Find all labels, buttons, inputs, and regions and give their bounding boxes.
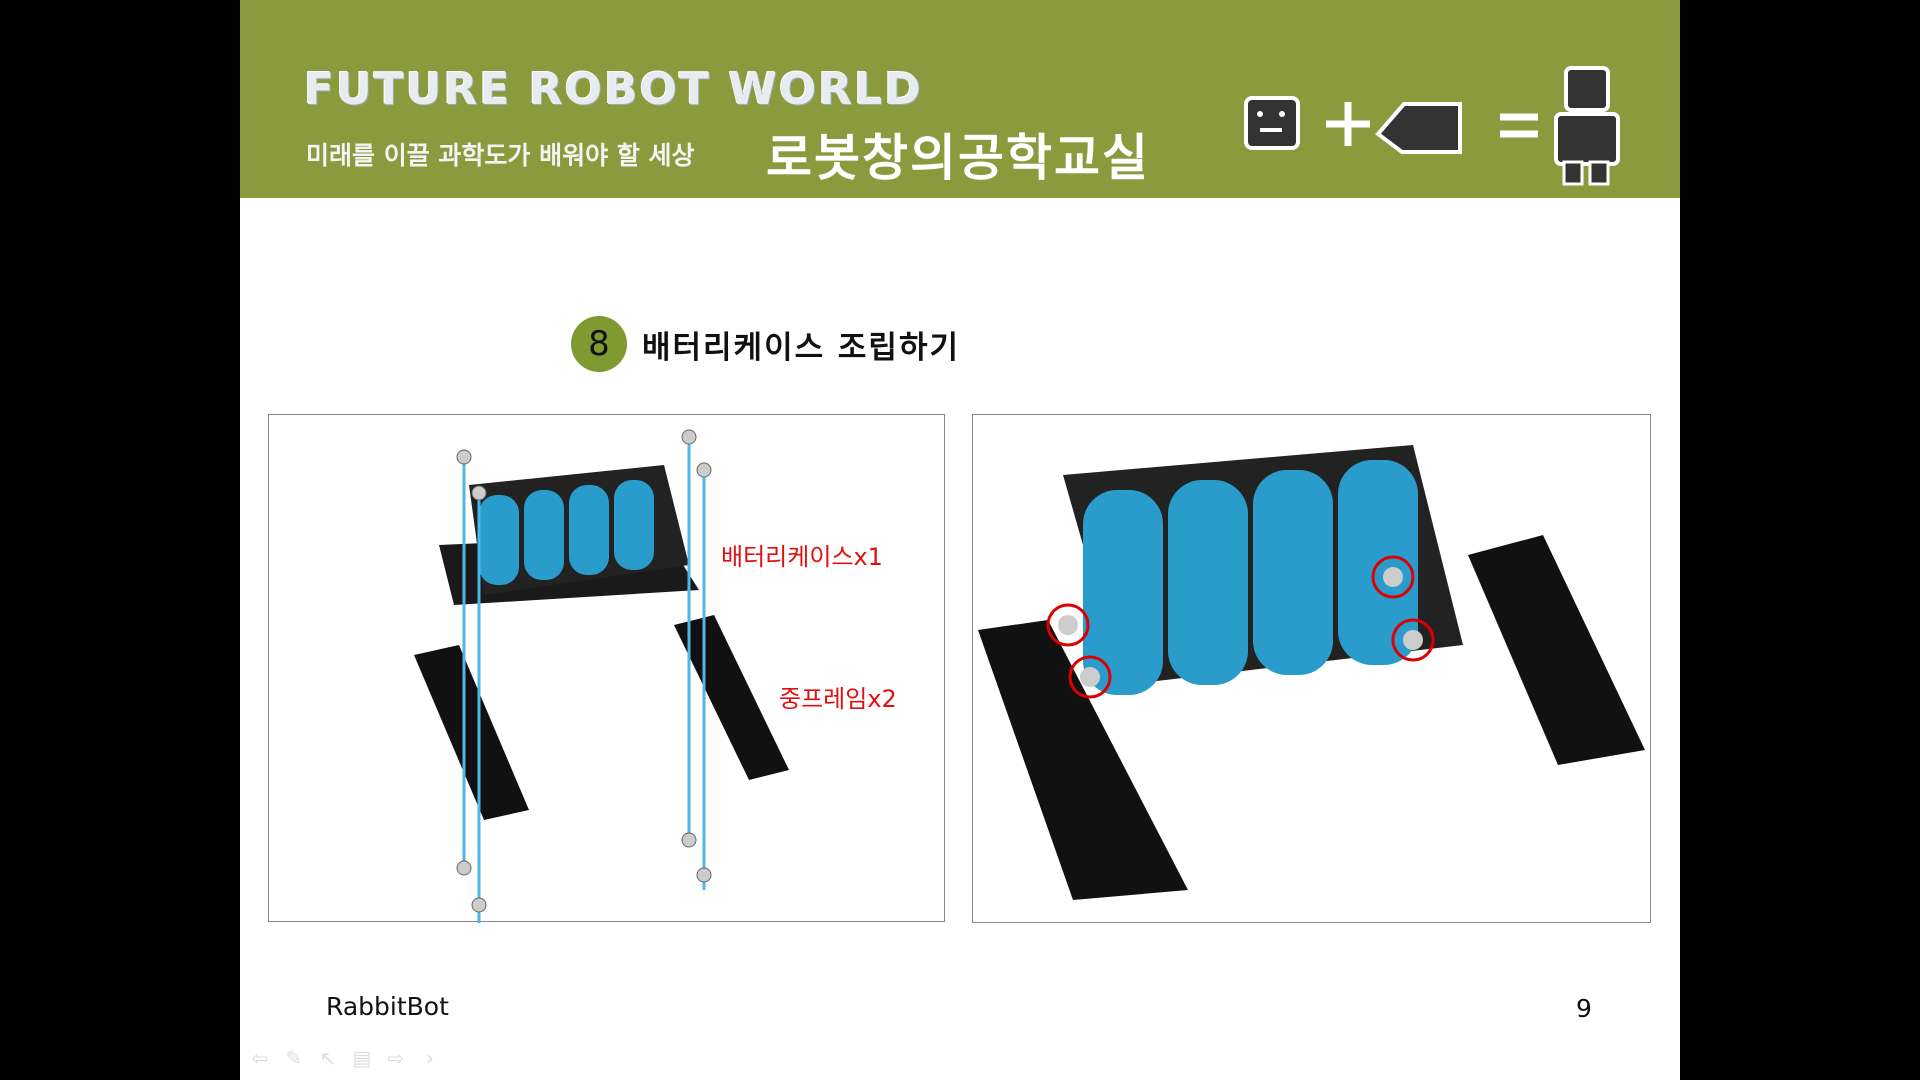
page-number: 9 (1576, 994, 1592, 1023)
previous-icon[interactable]: ⇦ (251, 1046, 269, 1070)
slides-menu-icon[interactable]: ▤ (352, 1046, 372, 1070)
class-name: 로봇창의공학교실 (766, 129, 1150, 187)
step-number-badge: 8 (571, 316, 627, 372)
brand-title: FUTURE ROBOT WORLD (304, 64, 923, 115)
battery-case-label: 배터리케이스x1 (721, 543, 883, 571)
next-icon[interactable]: ⇨ (387, 1046, 405, 1070)
assembled-view-illustration (978, 445, 1645, 900)
presentation-slide: FUTURE ROBOT WORLD 미래를 이끌 과학도가 배워야 할 세상 … (240, 0, 1680, 1080)
header-banner: FUTURE ROBOT WORLD 미래를 이끌 과학도가 배워야 할 세상 … (240, 0, 1680, 198)
pointer-icon[interactable]: ↖ (319, 1046, 337, 1070)
pen-icon[interactable]: ✎ (285, 1046, 303, 1070)
step-title: 배터리케이스 조립하기 (642, 330, 960, 366)
exploded-view-illustration (414, 429, 789, 930)
footer-brand: RabbitBot (326, 992, 449, 1021)
exploded-assembly-image: 배터리케이스x1 중프레임x2 (268, 414, 945, 930)
more-icon[interactable]: › (426, 1046, 434, 1070)
assembled-result-image (972, 414, 1651, 923)
tagline: 미래를 이끌 과학도가 배워야 할 세상 (306, 141, 695, 170)
robot-formula-logo (1244, 66, 1620, 186)
frame-label: 중프레임x2 (779, 685, 897, 713)
slideshow-controls: ⇦ ✎ ↖ ▤ ⇨ › (250, 1046, 440, 1070)
